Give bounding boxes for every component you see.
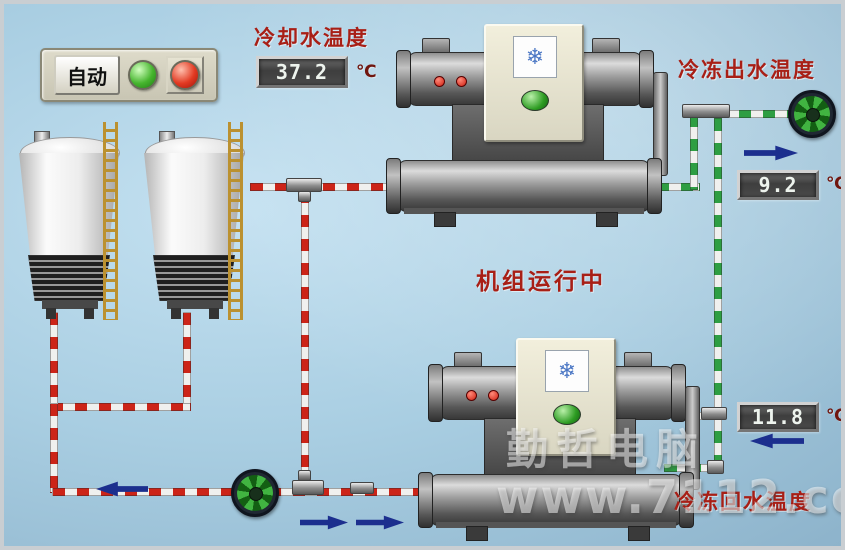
cooling-tower-1 bbox=[12, 122, 130, 320]
auto-mode-button[interactable]: 自动 bbox=[54, 55, 120, 95]
tower-louvers bbox=[28, 255, 110, 301]
celsius-unit: ℃ bbox=[826, 174, 845, 194]
chiller-leg bbox=[596, 212, 618, 227]
tower-connector-pipe bbox=[50, 403, 191, 411]
cooling-water-temp-display: 37.2 bbox=[256, 56, 348, 88]
gauge-light bbox=[466, 390, 477, 401]
stop-indicator-tile bbox=[166, 56, 204, 94]
celsius-unit: ℃ bbox=[356, 62, 377, 82]
chiller-leg bbox=[628, 526, 650, 541]
cooling-supply-pipe bbox=[250, 183, 408, 191]
gauge-light bbox=[488, 390, 499, 401]
pipe-coupling bbox=[350, 482, 374, 494]
tower-ladder bbox=[228, 122, 243, 320]
chiller-control-panel: ❄ bbox=[516, 338, 616, 456]
chiller-run-lamp bbox=[521, 90, 549, 111]
cooling-tower-2 bbox=[137, 122, 255, 320]
watermark-text: 勤哲电脑 bbox=[506, 425, 707, 474]
mode-control-panel: 自动 bbox=[40, 48, 218, 102]
tower-foot bbox=[46, 308, 56, 319]
pipe-tee-fitting bbox=[701, 407, 727, 420]
cooling-water-pump bbox=[231, 469, 279, 517]
watermark-url: www.7112.cc bbox=[496, 470, 845, 524]
tower-body bbox=[144, 153, 244, 257]
stop-indicator-light bbox=[170, 60, 200, 90]
chilled-water-pump bbox=[788, 90, 836, 138]
chiller-base-rail bbox=[404, 208, 644, 214]
snowflake-icon: ❄ bbox=[545, 350, 589, 392]
run-indicator-light bbox=[128, 60, 158, 90]
tower-ladder bbox=[103, 122, 118, 320]
chiller-control-panel: ❄ bbox=[484, 24, 584, 142]
chilled-outlet-riser bbox=[690, 114, 698, 190]
pipe-tee-stub bbox=[298, 470, 311, 481]
tower2-down-pipe bbox=[183, 312, 191, 410]
chiller-base-rail bbox=[436, 522, 676, 528]
flow-arrow-right-icon bbox=[356, 515, 404, 530]
pump-hub bbox=[806, 108, 820, 122]
cooling-left-down-pipe bbox=[50, 403, 58, 493]
chiller-unit-1: ❄ bbox=[386, 24, 672, 227]
unit-running-status: 机组运行中 bbox=[476, 269, 606, 295]
pipe-tee-stub bbox=[298, 191, 311, 202]
flow-arrow-right-icon bbox=[300, 515, 348, 530]
chiller-leg bbox=[466, 526, 488, 541]
pump-hub bbox=[249, 487, 263, 501]
pipe-tee-fitting bbox=[682, 104, 730, 118]
pipe-elbow-fitting bbox=[707, 460, 724, 474]
celsius-unit: ℃ bbox=[826, 406, 845, 426]
pipe-tee-fitting bbox=[292, 480, 324, 495]
tower1-down-pipe bbox=[50, 312, 58, 410]
chilled-return-temp-label: 冷冻回水温度 bbox=[674, 490, 812, 514]
tower-louvers bbox=[153, 255, 235, 301]
tower-basin bbox=[42, 300, 98, 309]
cooling-water-temp-label: 冷却水温度 bbox=[254, 26, 369, 50]
tower-foot bbox=[171, 308, 181, 319]
chilled-return-temp-display: 11.8 bbox=[737, 402, 819, 432]
snowflake-icon: ❄ bbox=[513, 36, 557, 78]
evaporator-cylinder bbox=[386, 158, 662, 214]
gauge-light bbox=[456, 76, 467, 87]
chiller-unit-2: ❄ bbox=[418, 338, 704, 541]
pipe-tee-fitting bbox=[286, 178, 322, 192]
chilled-outlet-temp-display: 9.2 bbox=[737, 170, 819, 200]
chiller-run-lamp bbox=[553, 404, 581, 425]
chilled-outlet-temp-label: 冷冻出水温度 bbox=[678, 58, 816, 82]
tower-body bbox=[19, 153, 119, 257]
tower-foot bbox=[84, 308, 94, 319]
chiller-leg bbox=[434, 212, 456, 227]
flow-arrow-left-icon bbox=[750, 433, 804, 449]
gauge-light bbox=[434, 76, 445, 87]
tower-foot bbox=[209, 308, 219, 319]
flow-arrow-right-icon bbox=[744, 145, 798, 161]
tower-basin bbox=[167, 300, 223, 309]
cooling-riser-pipe bbox=[301, 190, 309, 488]
